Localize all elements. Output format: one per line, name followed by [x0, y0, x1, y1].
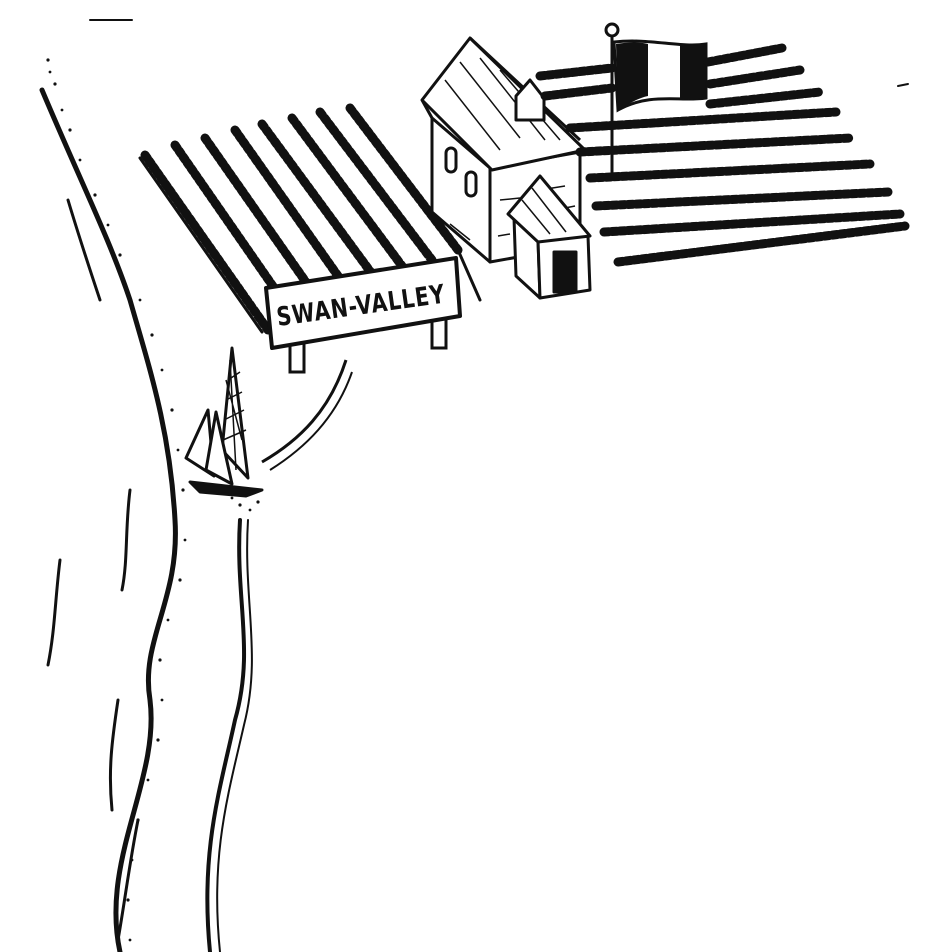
water-ripple	[46, 558, 62, 667]
roof-tower	[514, 78, 546, 122]
sign-board	[264, 256, 462, 350]
flag-stripe-right	[680, 44, 706, 100]
water-ripple	[120, 488, 132, 592]
vineyard-icon	[138, 103, 482, 335]
sail-back	[204, 410, 234, 486]
water-ripple	[116, 818, 140, 942]
swan-valley-sign: SWAN-VALLEY	[264, 256, 462, 374]
water-ripple	[66, 198, 102, 302]
water-ripple	[108, 698, 120, 812]
building-window	[464, 170, 478, 198]
riverbank-right-inner	[216, 519, 253, 952]
annex-roof-hatching	[521, 187, 567, 235]
flag-icon	[604, 22, 708, 180]
coastline-left	[39, 87, 178, 952]
river	[39, 19, 909, 952]
water-ripple	[897, 83, 909, 87]
winery-building-icon	[420, 36, 592, 300]
building-window	[444, 146, 458, 174]
flag-pole-top	[604, 22, 620, 38]
route-line-inner	[269, 371, 353, 471]
sail-net	[222, 359, 247, 471]
shore-stipple	[46, 58, 260, 942]
route-line	[261, 359, 348, 464]
vineyard-icon	[535, 43, 910, 267]
boat-hull	[188, 480, 264, 498]
riverbank-right	[205, 518, 247, 952]
flag-stripe-left	[616, 42, 648, 110]
annex-door	[552, 250, 578, 294]
sailboat-icon	[184, 346, 264, 498]
